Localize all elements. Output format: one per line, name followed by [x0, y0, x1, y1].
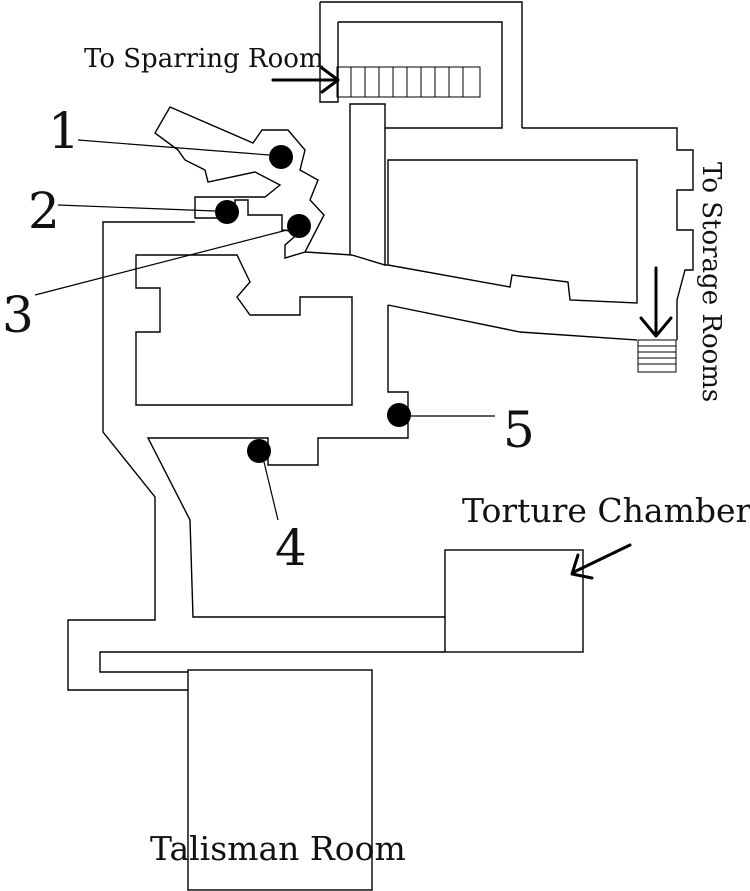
marker-label-4: 4 [275, 519, 307, 577]
east-wing-walls [522, 127, 694, 340]
sparring-room-label: To Sparring Room [84, 44, 324, 74]
sparring-room-arrow [271, 66, 340, 94]
sparring-room-inner-left [319, 2, 339, 103]
marker-4 [247, 439, 271, 463]
location-markers [215, 145, 411, 463]
marker-1 [269, 145, 293, 169]
storage-rooms-label: To Storage Rooms [696, 162, 726, 402]
marker-label-1: 1 [48, 102, 80, 160]
storage-stairs [637, 339, 677, 373]
marker-label-5: 5 [503, 401, 535, 459]
marker-label-2: 2 [28, 182, 60, 240]
torture-chamber-arrow [570, 543, 632, 580]
talisman-room-walls [187, 669, 373, 891]
marker-3 [287, 214, 311, 238]
storage-rooms-arrow [639, 266, 673, 338]
sparring-room-walls [320, 1, 523, 255]
upper-left-chamber-walls [154, 106, 325, 259]
west-room-walls [135, 254, 353, 406]
torture-chamber-label: Torture Chamber [462, 491, 750, 530]
marker-leaders [34, 139, 495, 521]
west-corridor-walls [67, 221, 445, 691]
inner-room-walls [387, 159, 638, 304]
marker-2 [215, 200, 239, 224]
marker-label-3: 3 [2, 286, 34, 344]
sparring-stairs [336, 66, 481, 98]
map-walls [67, 1, 694, 891]
marker-5 [387, 403, 411, 427]
east-corridor-south [146, 304, 638, 618]
junction-walls [304, 128, 386, 266]
torture-chamber-walls [444, 549, 584, 653]
talisman-room-label: Talisman Room [150, 829, 406, 868]
